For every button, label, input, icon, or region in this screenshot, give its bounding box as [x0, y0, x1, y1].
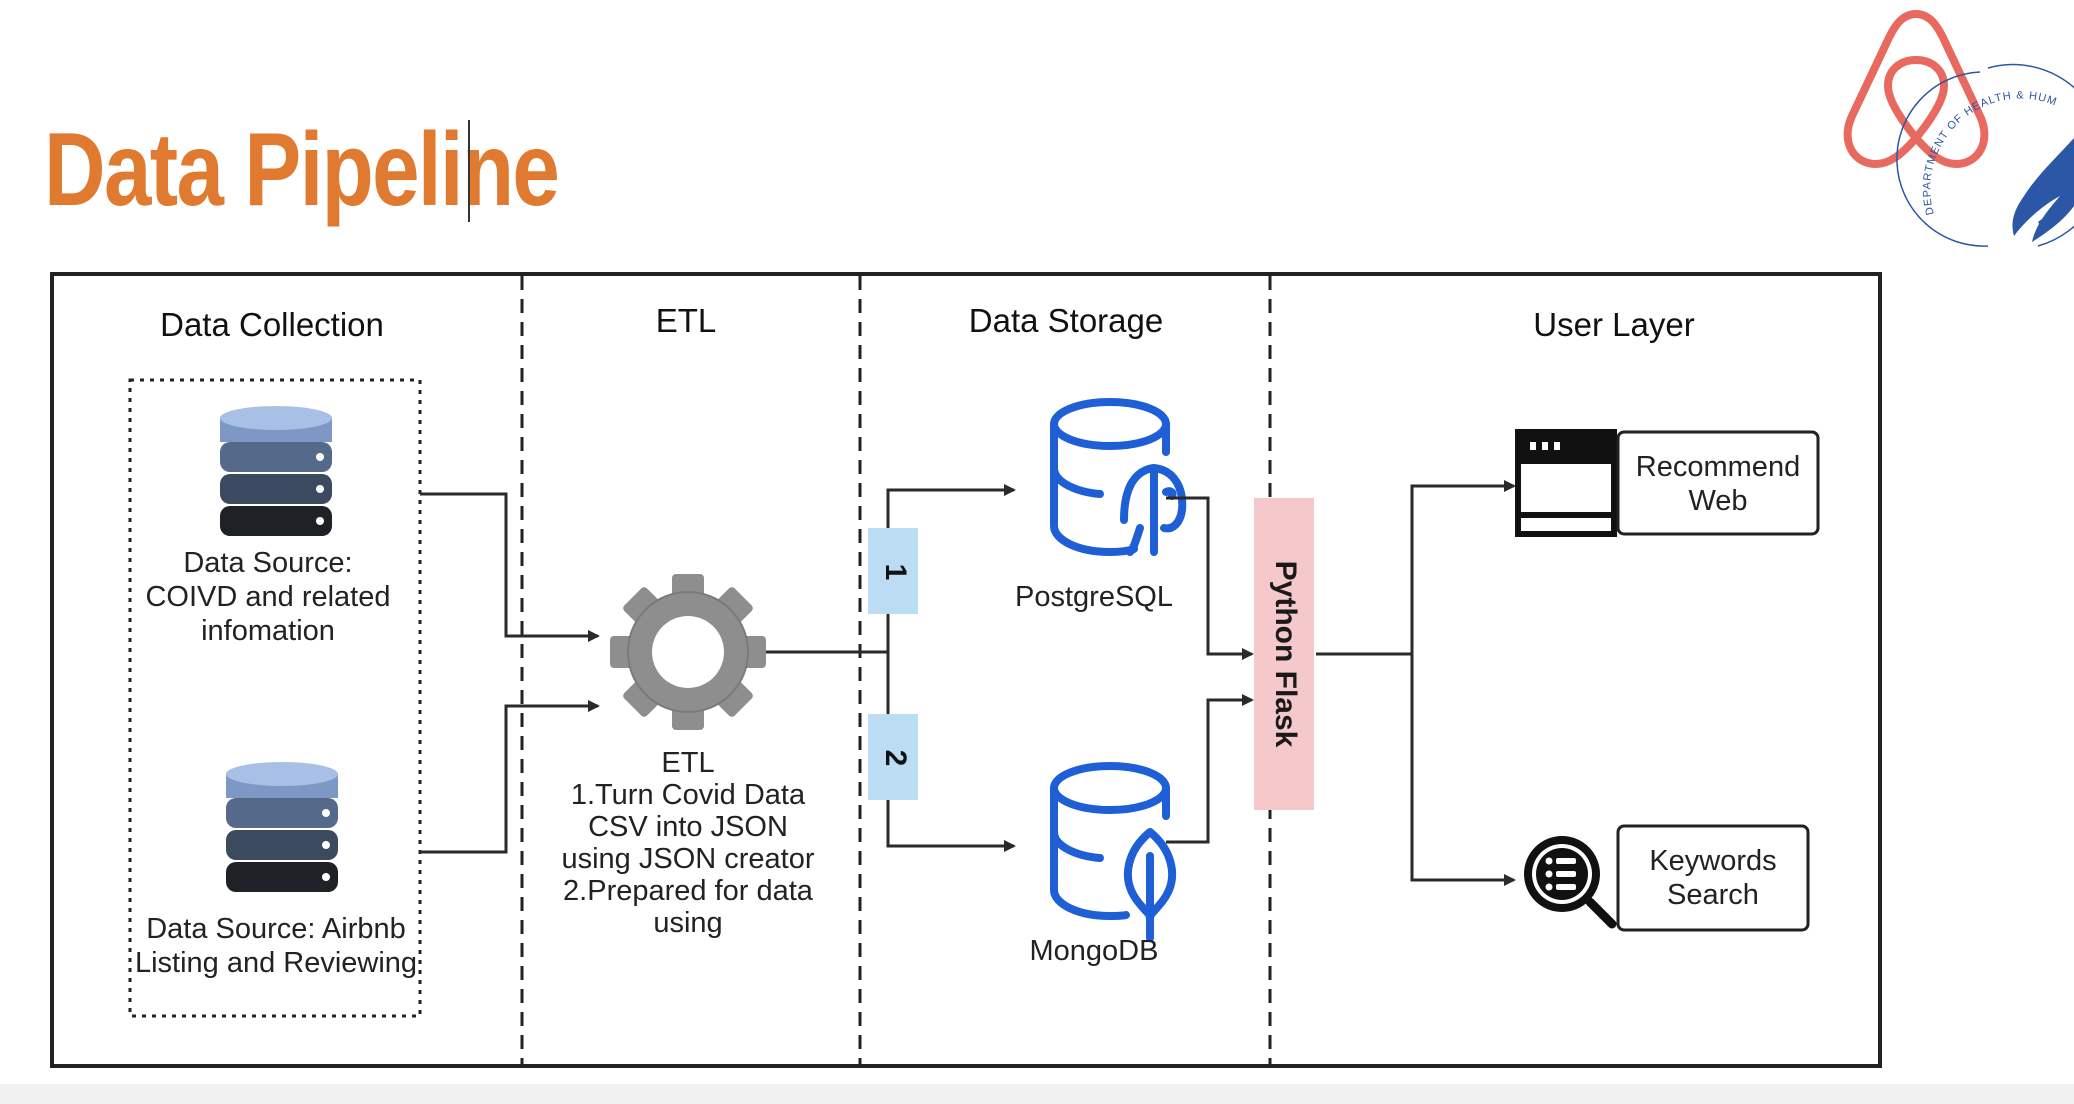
seal-text: DEPARTMENT OF HEALTH & HUMAN SERVICES·US…	[1838, 6, 2058, 216]
slide-title: Data Pipeline	[44, 112, 560, 228]
mongodb-icon	[1050, 762, 1177, 942]
etl-text-5: 2.Prepared for data	[563, 875, 814, 907]
header-data-collection: Data Collection	[160, 306, 384, 343]
recommend-label-2: Web	[1688, 485, 1747, 517]
svg-text:DEPARTMENT OF HEALTH & HUMAN S: DEPARTMENT OF HEALTH & HUMAN SERVICES·US…	[1838, 6, 2059, 216]
python-flask-label: Python Flask	[1269, 561, 1302, 748]
etl-text-1: ETL	[661, 747, 714, 779]
keywords-search-box	[1616, 824, 1810, 932]
text-cursor	[468, 120, 470, 222]
connector-flask-to-search	[1410, 654, 1516, 886]
keywords-label-2: Search	[1667, 879, 1759, 911]
badge-1-label: 1	[879, 564, 912, 581]
etl-text-3: CSV into JSON	[588, 811, 788, 843]
python-flask-box	[1254, 498, 1314, 810]
connector-covid-to-etl	[420, 492, 600, 642]
etl-text-6: using	[653, 907, 722, 939]
mongo-label: MongoDB	[1030, 935, 1159, 967]
pipeline-diagram: Data Collection ETL Data Storage User La…	[128, 276, 1820, 1064]
recommend-label-1: Recommend	[1636, 451, 1800, 483]
diagram-frame: Data Collection ETL Data Storage User La…	[50, 272, 1882, 1068]
etl-text-2: 1.Turn Covid Data	[571, 779, 806, 811]
hhs-seal: DEPARTMENT OF HEALTH & HUMAN SERVICES·US…	[1838, 6, 2074, 247]
badge-2-label: 2	[879, 750, 912, 767]
etl-gear-icon	[610, 574, 766, 730]
covid-database-icon	[220, 406, 332, 536]
recommend-web-box	[1616, 430, 1820, 536]
data-sources-box	[128, 378, 422, 1018]
header-etl: ETL	[656, 302, 717, 339]
airbnb-source-label-2: Listing and Reviewing	[135, 947, 417, 979]
search-list-icon	[1524, 836, 1617, 929]
header-data-storage: Data Storage	[969, 302, 1163, 339]
badge-1	[868, 528, 918, 614]
keywords-label-1: Keywords	[1649, 845, 1776, 877]
badge-2	[868, 714, 918, 800]
connector-mongo-to-flask	[1166, 694, 1254, 844]
bottom-strip	[0, 1084, 2074, 1104]
airbnb-source-label-1: Data Source: Airbnb	[146, 913, 406, 945]
postgresql-icon	[1050, 398, 1187, 556]
connector-flask-to-recommend	[1410, 480, 1516, 654]
postgres-label: PostgreSQL	[1015, 581, 1173, 613]
etl-text-4: using JSON creator	[561, 843, 814, 875]
connector-postgres-to-flask	[1166, 496, 1254, 660]
browser-window-icon	[1515, 429, 1617, 537]
connector-airbnb-to-etl	[420, 700, 600, 854]
airbnb-database-icon	[226, 762, 338, 892]
airbnb-logo	[1843, 10, 1989, 168]
covid-source-label-3: infomation	[201, 615, 335, 647]
logo: DEPARTMENT OF HEALTH & HUMAN SERVICES·US…	[1838, 6, 2074, 247]
covid-source-label-1: Data Source:	[183, 547, 352, 579]
header-user-layer: User Layer	[1533, 306, 1694, 343]
covid-source-label-2: COIVD and related	[145, 581, 390, 613]
